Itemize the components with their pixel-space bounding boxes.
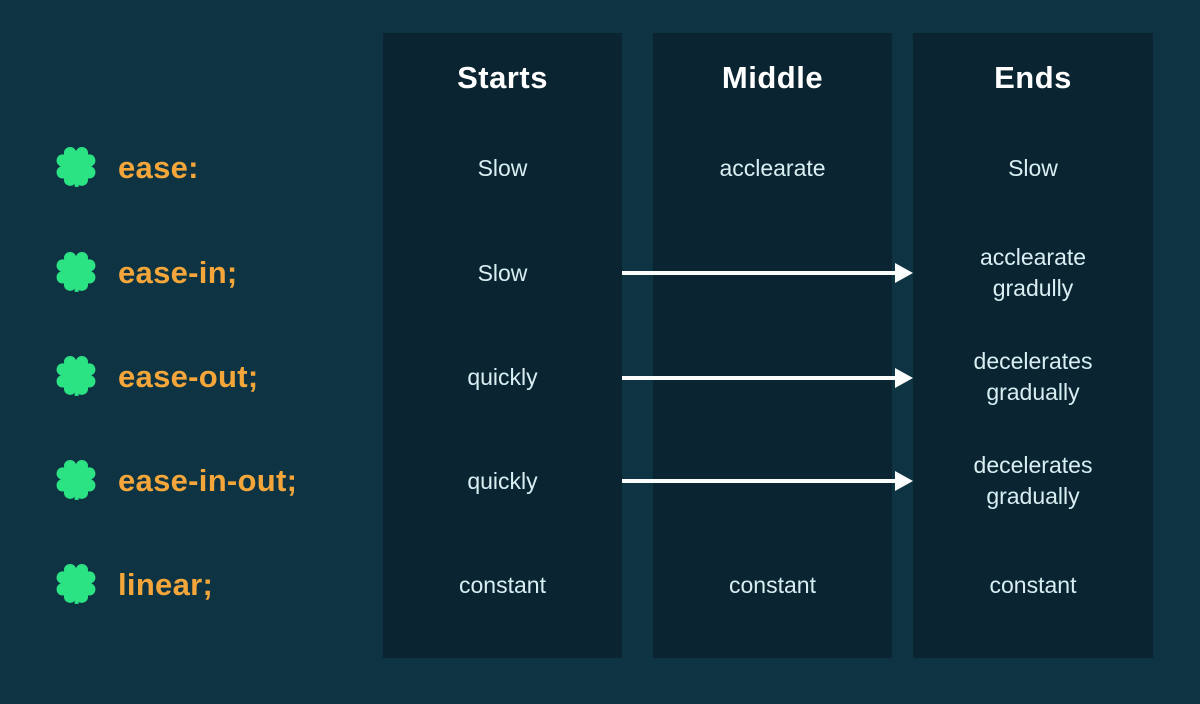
property-item-ease: ease:	[55, 142, 199, 194]
clover-icon	[56, 460, 96, 500]
property-label: ease:	[118, 150, 199, 185]
cell-ends-ease-in-out: decelerates gradually	[973, 452, 1093, 509]
property-item-linear: linear;	[55, 559, 213, 611]
cell-ends-ease-out: decelerates gradually	[973, 348, 1093, 405]
property-label: linear;	[118, 567, 214, 602]
clover-icon	[56, 252, 96, 292]
cell-starts-ease: Slow	[477, 154, 528, 181]
column-starts: Starts Slow Slow quickly quickly constan…	[383, 33, 622, 658]
property-label: ease-in-out;	[118, 463, 298, 498]
clover-icon	[56, 564, 96, 604]
cell-middle-linear: constant	[729, 571, 816, 598]
cell-ends-ease: Slow	[1008, 154, 1058, 181]
property-label: ease-in;	[118, 255, 238, 290]
flow-arrow-ease-in-out	[622, 471, 913, 491]
cell-ends-ease-in: acclearate gradully	[979, 244, 1087, 301]
column-header-ends: Ends	[994, 60, 1072, 95]
property-item-ease-in-out: ease-in-out;	[55, 455, 297, 507]
column-header-middle: Middle	[721, 60, 824, 95]
cell-starts-ease-in-out: quickly	[467, 467, 538, 494]
column-ends: Ends Slow acclearate gradully decelerate…	[913, 33, 1153, 658]
clover-icon	[56, 147, 96, 187]
cell-middle-ease: acclearate	[719, 154, 826, 181]
column-header-starts: Starts	[457, 60, 548, 95]
column-middle: Middle acclearate constant	[653, 33, 892, 658]
clover-icon	[56, 356, 96, 396]
property-item-ease-in: ease-in;	[55, 247, 238, 299]
flow-arrow-ease-in	[622, 263, 913, 283]
property-label: ease-out;	[118, 359, 259, 394]
flow-arrow-ease-out	[622, 368, 913, 388]
property-item-ease-out: ease-out;	[55, 351, 259, 403]
cell-starts-linear: constant	[459, 571, 546, 598]
cell-starts-ease-in: Slow	[477, 259, 528, 286]
cell-starts-ease-out: quickly	[467, 363, 538, 390]
cell-ends-linear: constant	[989, 571, 1077, 598]
